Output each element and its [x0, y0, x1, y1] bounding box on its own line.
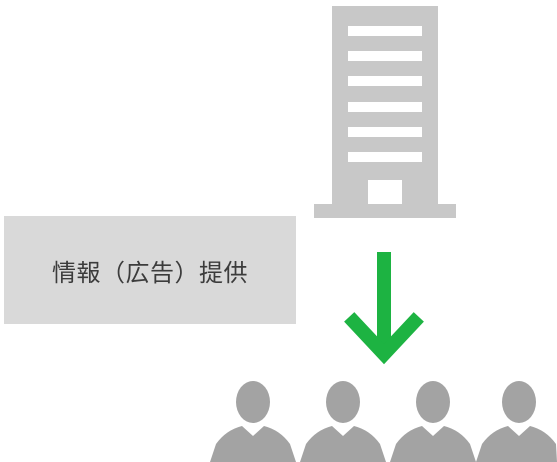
building-stripe [348, 102, 422, 112]
building-door [368, 180, 402, 204]
info-provision-label: 情報（広告）提供 [52, 258, 248, 287]
building-stripe [348, 152, 422, 162]
building-stripe [348, 127, 422, 137]
building-base [314, 204, 456, 218]
down-arrow-icon [344, 252, 424, 365]
person-icon [210, 381, 296, 462]
info-provision-box: 情報（広告）提供 [4, 216, 296, 324]
person-icon [476, 381, 557, 462]
building-icon [314, 6, 456, 218]
building-stripe [348, 26, 422, 36]
building-stripe [348, 76, 422, 86]
building-stripe [348, 51, 422, 61]
person-icon [390, 381, 476, 462]
person-icon [300, 381, 386, 462]
people-group [210, 381, 557, 462]
